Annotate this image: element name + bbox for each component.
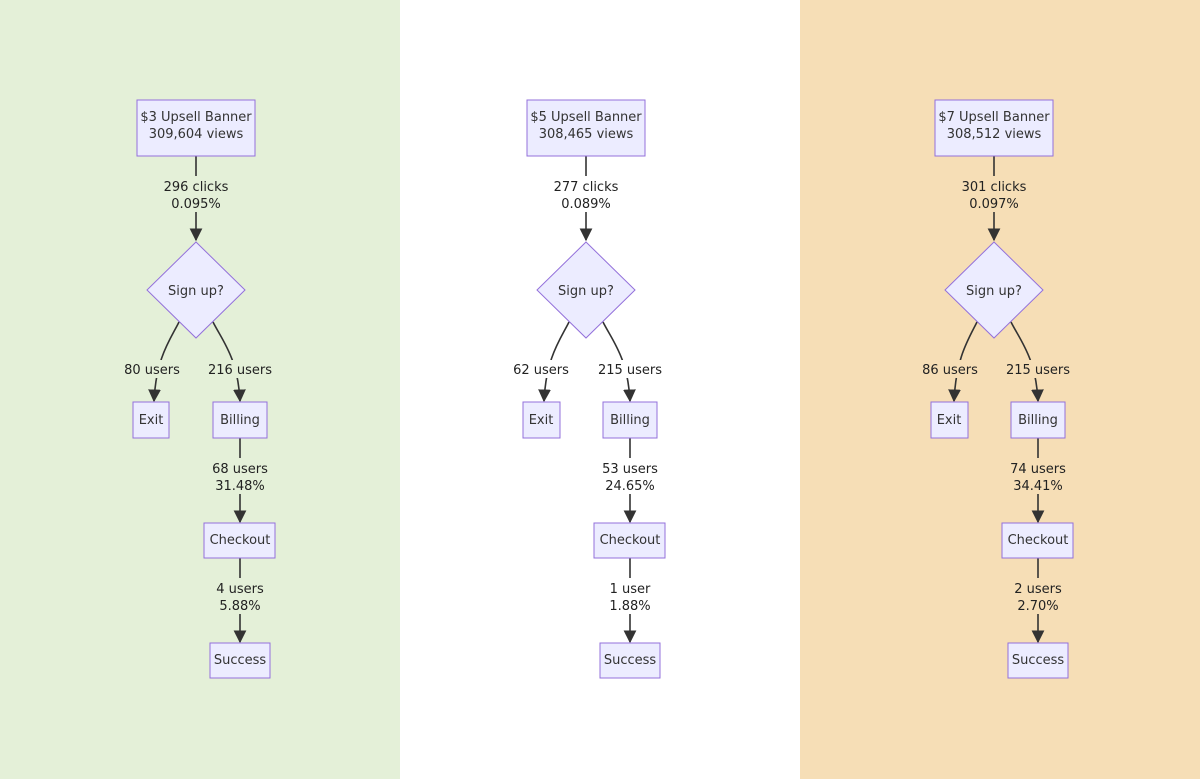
click-count-label: 296 clicks [164,180,229,195]
checkout-node [1001,522,1074,559]
success-label: Success [1012,653,1065,668]
edge-decision-to-billing [212,321,246,403]
billing-count-label: 215 users [1006,363,1070,378]
edge-decision-to-exit [538,321,570,403]
exit-count-label: 62 users [513,363,569,378]
billing-node [1010,401,1066,439]
edge-decision-to-exit [948,321,978,403]
funnel-diagram-5: 277 clicks 0.089% 62 users 215 users 53 … [512,99,666,679]
success-label: Success [604,653,657,668]
exit-label: Exit [937,413,962,428]
funnel-panel-3: 296 clicks 0.095% 80 users 216 users 68 … [0,0,400,779]
exit-label: Exit [139,413,164,428]
checkout-label: Checkout [210,533,271,548]
decision-label: Sign up? [558,284,614,299]
exit-count-label: 80 users [124,363,180,378]
checkout-count-label: 53 users [602,462,658,477]
billing-label: Billing [220,413,260,428]
success-node [209,642,271,679]
billing-count-label: 216 users [208,363,272,378]
decision-node [536,241,636,339]
exit-node [522,401,561,439]
decision-label: Sign up? [168,284,224,299]
success-count-label: 4 users [216,582,264,597]
success-node [1007,642,1069,679]
billing-count-label: 215 users [598,363,662,378]
banner-title: $3 Upsell Banner [140,110,252,125]
success-node [599,642,661,679]
exit-node [132,401,170,439]
success-count-label: 1 user [610,582,651,597]
success-rate-label: 5.88% [219,599,260,614]
decision-label: Sign up? [966,284,1022,299]
banner-views: 308,465 views [539,127,634,142]
checkout-node [203,522,276,559]
banner-node [934,99,1054,157]
banner-node [136,99,256,157]
checkout-node [593,522,666,559]
click-rate-label: 0.097% [969,197,1019,212]
exit-count-label: 86 users [922,363,978,378]
success-rate-label: 1.88% [609,599,650,614]
exit-node [930,401,969,439]
funnel-diagram-7: 301 clicks 0.097% 86 users 215 users 74 … [920,99,1074,679]
billing-label: Billing [610,413,650,428]
checkout-rate-label: 24.65% [605,479,655,494]
exit-label: Exit [529,413,554,428]
edge-decision-to-billing [602,321,636,403]
click-count-label: 277 clicks [554,180,619,195]
checkout-rate-label: 31.48% [215,479,265,494]
billing-label: Billing [1018,413,1058,428]
edge-decision-to-billing [1010,321,1044,403]
billing-node [212,401,268,439]
click-rate-label: 0.095% [171,197,221,212]
decision-node [146,241,246,339]
success-label: Success [214,653,267,668]
funnel-panel-5: 277 clicks 0.089% 62 users 215 users 53 … [400,0,800,779]
success-rate-label: 2.70% [1017,599,1058,614]
banner-views: 309,604 views [149,127,244,142]
checkout-label: Checkout [1008,533,1069,548]
edge-decision-to-exit [148,321,180,403]
banner-node [526,99,646,157]
funnel-diagram-3: 296 clicks 0.095% 80 users 216 users 68 … [122,99,276,679]
checkout-count-label: 74 users [1010,462,1066,477]
banner-title: $5 Upsell Banner [530,110,642,125]
checkout-label: Checkout [600,533,661,548]
success-count-label: 2 users [1014,582,1062,597]
click-count-label: 301 clicks [962,180,1027,195]
decision-node [944,241,1044,339]
click-rate-label: 0.089% [561,197,611,212]
banner-views: 308,512 views [947,127,1042,142]
billing-node [602,401,658,439]
funnel-panel-7: 301 clicks 0.097% 86 users 215 users 74 … [800,0,1200,779]
banner-title: $7 Upsell Banner [938,110,1050,125]
checkout-rate-label: 34.41% [1013,479,1063,494]
checkout-count-label: 68 users [212,462,268,477]
